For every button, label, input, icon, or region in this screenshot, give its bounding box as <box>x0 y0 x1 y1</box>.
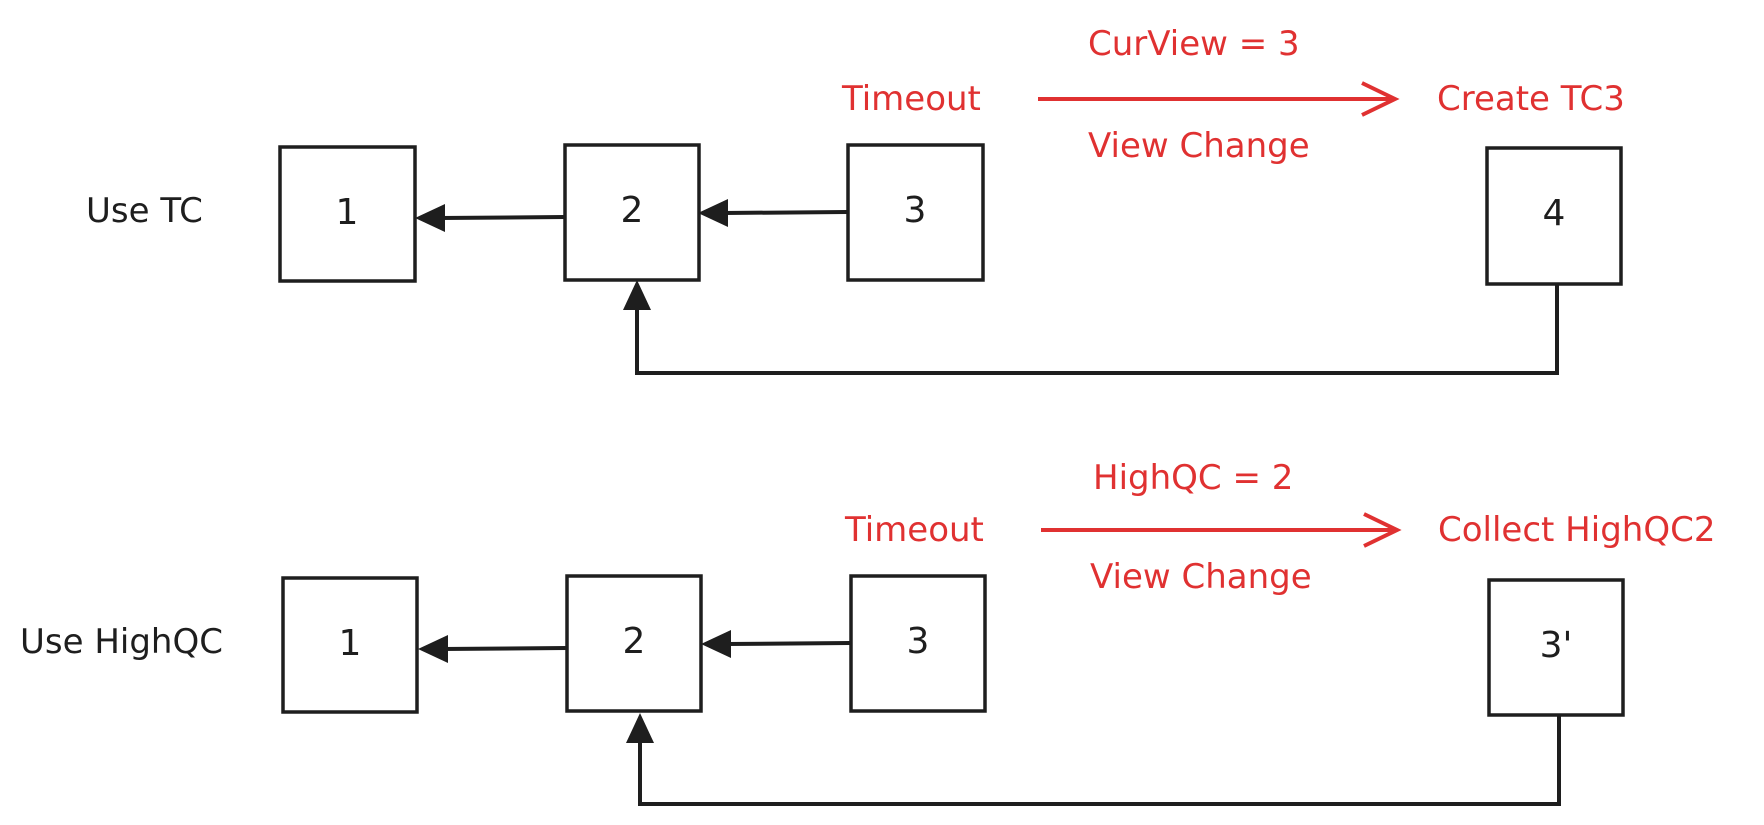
bottom-block-1-label: 1 <box>339 623 362 664</box>
top-view-change-arrowhead <box>1361 81 1400 117</box>
bottom-link-2-to-1 <box>441 646 568 651</box>
bottom-arrowhead-3prime-to-2 <box>626 713 654 743</box>
bottom-row-label: Use HighQC <box>20 622 223 662</box>
top-link-4-to-2 <box>635 285 1559 375</box>
top-arrow-label-above: CurView = 3 <box>1088 24 1300 64</box>
top-row-label: Use TC <box>86 191 203 231</box>
bottom-action-label: Collect HighQC2 <box>1438 510 1715 550</box>
bottom-row: Use HighQC 1 2 3 3' Timeout HighQC = 2 <box>20 458 1715 806</box>
bottom-block-3-label: 3 <box>907 621 930 662</box>
top-block-3-label: 3 <box>904 190 927 231</box>
bottom-block-3prime: 3' <box>1487 578 1625 717</box>
bottom-arrow-label-below: View Change <box>1090 557 1312 597</box>
top-block-3: 3 <box>846 143 985 282</box>
bottom-block-2-label: 2 <box>623 621 646 662</box>
bottom-block-3prime-label: 3' <box>1540 625 1573 666</box>
top-link-2-to-1 <box>439 215 566 220</box>
top-link-3-to-2 <box>723 210 848 215</box>
top-row: Use TC 1 2 3 4 Timeout CurView = 3 Vie <box>86 24 1625 375</box>
top-block-1: 1 <box>278 145 417 283</box>
top-block-4-label: 4 <box>1543 193 1566 234</box>
bottom-block-2: 2 <box>565 574 703 713</box>
bottom-block-3: 3 <box>849 574 987 713</box>
top-block-2: 2 <box>563 143 701 282</box>
bottom-link-3-to-2 <box>726 641 851 646</box>
top-block-1-label: 1 <box>336 192 359 233</box>
top-arrow-label-below: View Change <box>1088 126 1310 166</box>
bottom-arrowhead-2-to-1 <box>418 635 448 663</box>
bottom-arrowhead-3-to-2 <box>701 630 731 658</box>
top-arrowhead-3-to-2 <box>698 199 728 227</box>
top-block-4: 4 <box>1485 146 1623 286</box>
top-event-label: Timeout <box>841 79 981 119</box>
bottom-block-1: 1 <box>281 576 419 714</box>
top-block-2-label: 2 <box>621 190 644 231</box>
top-arrowhead-2-to-1 <box>415 204 445 232</box>
bottom-link-3prime-to-2 <box>638 716 1561 806</box>
bottom-view-change-arrowhead <box>1363 512 1402 548</box>
top-action-label: Create TC3 <box>1437 79 1625 119</box>
bottom-event-label: Timeout <box>844 510 984 550</box>
top-arrowhead-4-to-2 <box>623 280 651 310</box>
bottom-arrow-label-above: HighQC = 2 <box>1093 458 1293 498</box>
